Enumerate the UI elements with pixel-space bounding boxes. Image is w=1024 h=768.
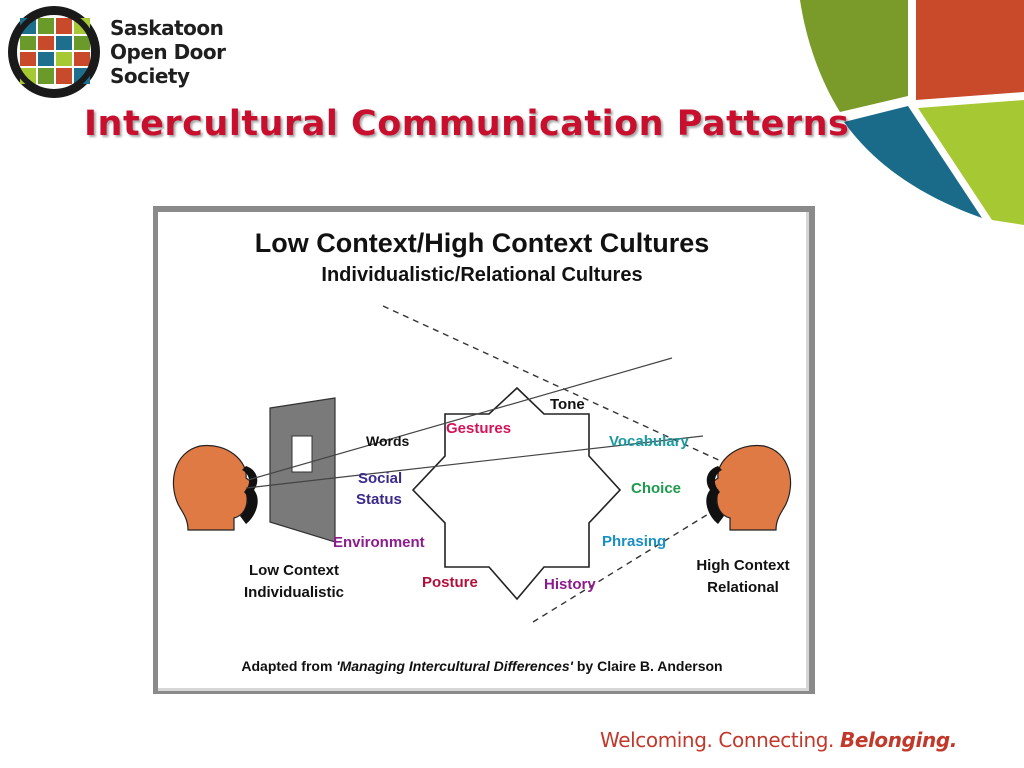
- caption-prefix: Adapted from: [241, 658, 336, 674]
- label-phrasing: Phrasing: [602, 533, 666, 550]
- label-posture: Posture: [422, 574, 478, 591]
- left-head-icon: [172, 444, 258, 531]
- figure-panel: Low Context/High Context Cultures Indivi…: [158, 212, 809, 691]
- label-gestures: Gestures: [446, 420, 511, 437]
- solid-line-upper: [247, 357, 673, 481]
- label-history: History: [544, 576, 596, 593]
- logo-globe-icon: [8, 6, 100, 98]
- figure-frame: Low Context/High Context Cultures Indivi…: [153, 206, 815, 694]
- label-tone: Tone: [550, 396, 585, 413]
- corner-decoration: [800, 0, 1024, 225]
- org-name-line2: Open Door: [110, 40, 226, 64]
- label-vocabulary: Vocabulary: [609, 433, 689, 450]
- label-words: Words: [366, 433, 410, 449]
- dashed-line-top: [382, 305, 737, 469]
- figure-title: Low Context/High Context Cultures: [255, 228, 710, 258]
- figure-subtitle: Individualistic/Relational Cultures: [321, 264, 642, 286]
- label-social: Social: [358, 470, 402, 487]
- tagline-part2: Belonging.: [839, 728, 957, 752]
- org-name-line3: Society: [110, 64, 190, 88]
- label-environment: Environment: [333, 534, 425, 551]
- org-name: Saskatoon Open Door Society: [110, 16, 226, 88]
- tagline-part1: Welcoming. Connecting.: [600, 728, 840, 752]
- right-label-line2: Relational: [707, 579, 779, 596]
- context-star: [411, 386, 622, 601]
- slide-title: Intercultural Communication Patterns: [84, 104, 850, 144]
- left-label-line1: Low Context: [249, 562, 339, 579]
- figure-caption: Adapted from 'Managing Intercultural Dif…: [241, 658, 722, 674]
- context-diagram: Low Context/High Context Cultures Indivi…: [172, 228, 792, 674]
- solid-line-lower: [245, 435, 704, 489]
- caption-source: 'Managing Intercultural Differences': [336, 658, 573, 674]
- org-name-line1: Saskatoon: [110, 16, 224, 40]
- right-head-icon: [706, 444, 792, 531]
- left-label-line2: Individualistic: [244, 584, 344, 601]
- dashed-line-bottom: [532, 507, 719, 623]
- label-status: Status: [356, 491, 402, 508]
- tagline: Welcoming. Connecting. Belonging.: [600, 728, 957, 752]
- caption-suffix: by Claire B. Anderson: [573, 658, 723, 674]
- label-choice: Choice: [631, 480, 681, 497]
- right-label-line1: High Context: [696, 557, 789, 574]
